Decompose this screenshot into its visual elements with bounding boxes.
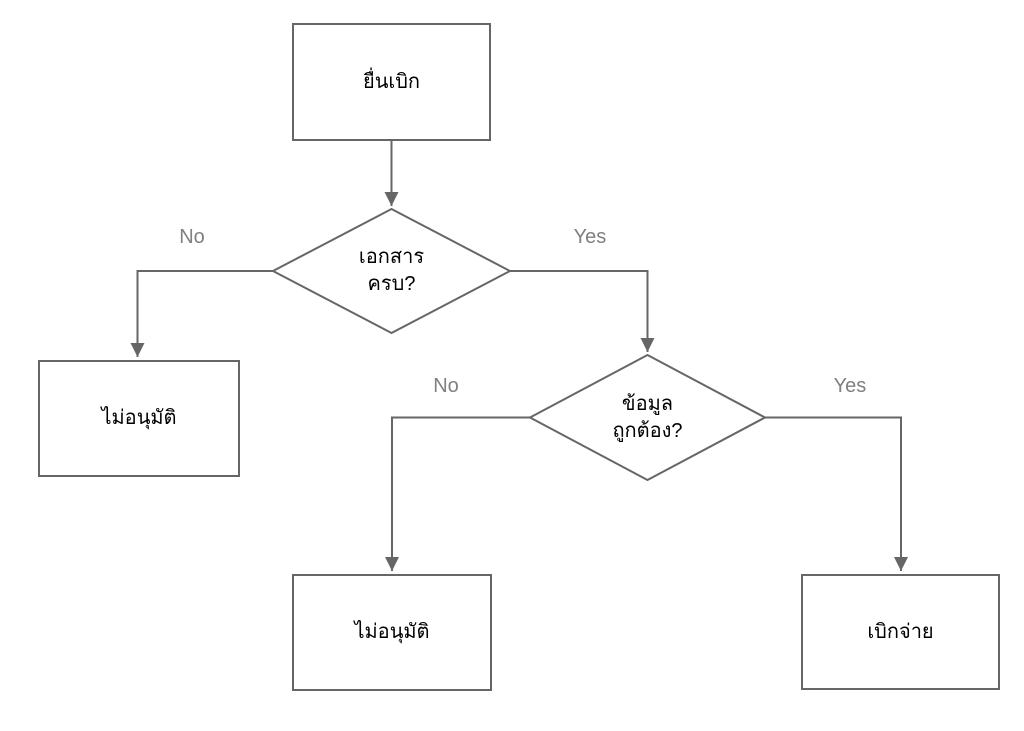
- edge-label-documents-yes: Yes: [560, 224, 620, 250]
- edge-check-documents-yes: [510, 270, 655, 352]
- node-check-data-label: ข้อมูล ถูกต้อง?: [612, 392, 683, 442]
- edge-label-data-yes: Yes: [820, 373, 880, 399]
- node-check-documents-shape: [270, 207, 513, 335]
- node-start-label: ยื่นเบิก: [362, 70, 421, 93]
- node-check-data: ข้อมูล ถูกต้อง?: [557, 377, 738, 458]
- edge-label-data-no: No: [416, 373, 476, 399]
- edge-check-data-no: [385, 416, 530, 571]
- edge-check-data-yes: [765, 416, 908, 571]
- node-check-documents-label: เอกสาร ครบ?: [358, 246, 425, 295]
- node-reject-data: ไม่อนุมัติ: [292, 574, 492, 691]
- node-disburse-label: เบิกจ่าย: [867, 620, 934, 643]
- node-check-documents: เอกสาร ครบ?: [301, 231, 482, 311]
- node-check-data-shape: [527, 353, 768, 482]
- node-reject-documents-label: ไม่อนุมัติ: [101, 407, 177, 429]
- node-start: ยื่นเบิก: [292, 23, 491, 141]
- node-reject-data-label: ไม่อนุมัติ: [354, 621, 430, 643]
- node-disburse: เบิกจ่าย: [801, 574, 1000, 690]
- node-reject-documents: ไม่อนุมัติ: [38, 360, 240, 477]
- edge-label-documents-no: No: [162, 224, 222, 250]
- edge-check-documents-no: [130, 270, 273, 357]
